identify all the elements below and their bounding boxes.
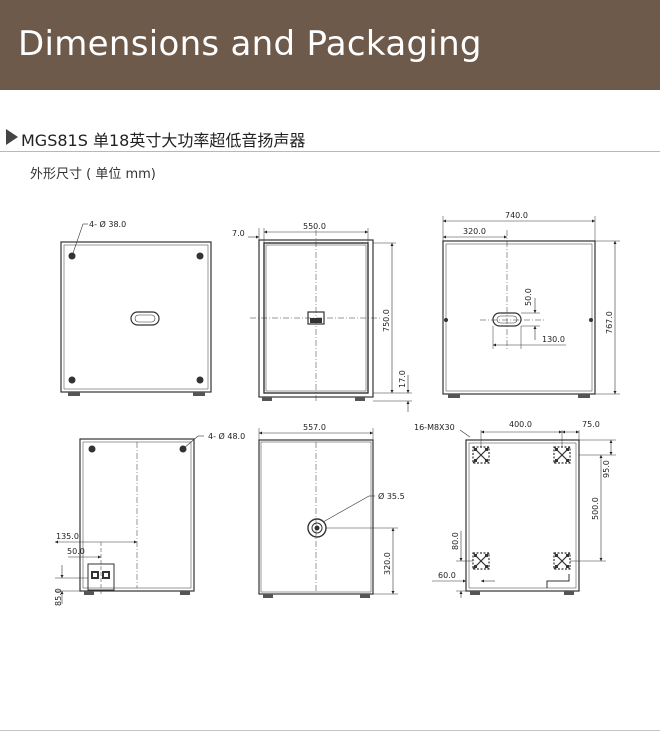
side-view: [248, 228, 412, 412]
rear-135-label: 135.0: [56, 532, 79, 541]
bottom-view: [258, 428, 398, 598]
bottom-width-label: 557.0: [303, 423, 326, 432]
front-view: [60, 223, 212, 396]
rear-holes-label: 4- Ø 48.0: [208, 431, 245, 441]
side-height-label: 750.0: [382, 309, 391, 332]
section-title: MGS81S 单18英寸大功率超低音扬声器: [21, 131, 306, 150]
side-bottom-label: 17.0: [398, 370, 407, 388]
front-holes-label: 4- Ø 38.0: [89, 219, 126, 229]
rear-50-label: 50.0: [67, 547, 85, 556]
page-title: Dimensions and Packaging: [18, 24, 482, 64]
triangle-bullet-icon: [6, 129, 18, 145]
fly-500-label: 500.0: [591, 497, 600, 520]
section-heading: MGS81S 单18英寸大功率超低音扬声器: [0, 126, 660, 152]
top-handle-w-label: 130.0: [542, 335, 565, 344]
fly-60-label: 60.0: [438, 571, 456, 580]
top-handle-h-label: 50.0: [524, 288, 533, 306]
footer-divider: [0, 730, 660, 731]
side-offset-label: 7.0: [232, 229, 245, 238]
rear-view: [55, 435, 204, 604]
top-height-label: 767.0: [605, 311, 614, 334]
dimensions-subtitle: 外形尺寸 ( 单位 mm): [30, 167, 156, 182]
header-banner: Dimensions and Packaging: [0, 0, 660, 90]
fly-points-view: [432, 429, 616, 598]
fly-400-label: 400.0: [509, 420, 532, 429]
fly-75-label: 75.0: [582, 420, 600, 429]
bottom-320-label: 320.0: [383, 552, 392, 575]
fly-95-label: 95.0: [602, 460, 611, 478]
top-width-label: 740.0: [505, 211, 528, 220]
top-offset-label: 320.0: [463, 227, 486, 236]
side-width-label: 550.0: [303, 222, 326, 231]
fly-points-label: 16-M8X30: [414, 423, 455, 432]
rear-85-label: 85.0: [54, 588, 63, 606]
top-view: [442, 216, 620, 398]
fly-80-label: 80.0: [451, 532, 460, 550]
bottom-hole-label: Ø 35.5: [378, 491, 405, 501]
section-divider: [0, 151, 660, 152]
